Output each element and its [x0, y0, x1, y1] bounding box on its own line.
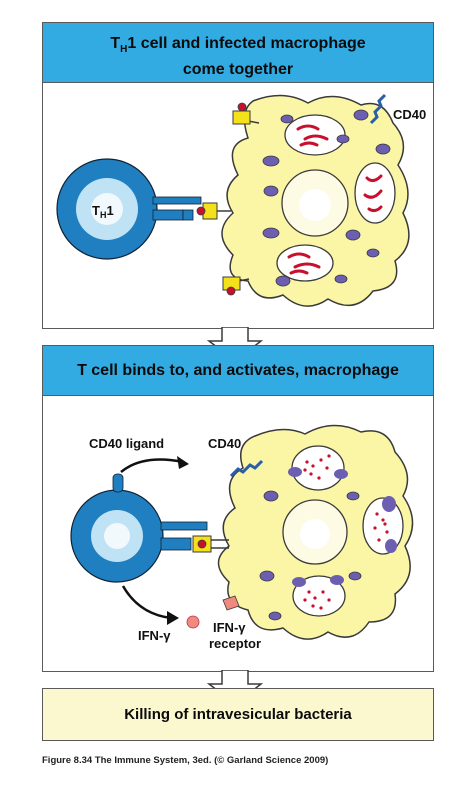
granule — [280, 114, 294, 124]
ifn-receptor-label-line2: receptor — [209, 636, 261, 651]
cd40-ligand-arrowhead — [177, 456, 189, 469]
ifn-gamma-arrowhead — [167, 611, 179, 625]
tcr-mhc-engagement — [160, 521, 229, 553]
granule — [262, 227, 280, 239]
vesicle-right — [354, 162, 396, 224]
panel1-title-subscript: H — [120, 44, 128, 56]
cd40-ligand-label: CD40 ligand — [89, 436, 164, 451]
granule — [275, 275, 291, 287]
phagolysosome-top — [288, 445, 348, 491]
activated-th1-cell — [70, 473, 164, 583]
panel1-diagram: CD40 TH1 — [56, 93, 426, 307]
th1-cell — [56, 158, 158, 260]
mhc-receptor-bottom — [222, 276, 250, 296]
granule — [375, 143, 391, 155]
cd40-molecule — [369, 93, 387, 125]
granule — [345, 229, 361, 241]
granule — [259, 570, 275, 582]
granule — [348, 571, 362, 581]
granule — [366, 248, 380, 258]
cd40-molecule-panel2 — [229, 459, 264, 478]
phagolysosome-right — [362, 496, 404, 555]
cd40-ligand-arrow — [120, 458, 184, 473]
granule — [346, 491, 360, 501]
cd40-ligand-molecule — [112, 473, 124, 493]
granule — [336, 134, 350, 144]
granule — [263, 490, 279, 502]
ifn-gamma-receptor — [222, 595, 240, 611]
panel3-title: Killing of intravesicular bacteria — [124, 706, 352, 723]
panel2-title: T cell binds to, and activates, macropha… — [77, 362, 399, 379]
th1-label: TH1 — [92, 203, 114, 220]
panel1-title-rest: 1 cell and infected macrophage — [127, 35, 366, 52]
mhc-receptor-top — [232, 102, 260, 125]
vesicle-top — [284, 114, 346, 156]
phagolysosome-bottom — [292, 575, 346, 617]
ifn-receptor-label-line1: IFN-γ — [213, 620, 246, 635]
nucleus-highlight — [300, 519, 330, 549]
macrophage-granules — [262, 109, 391, 287]
t-cell-receptor — [152, 196, 202, 221]
mhc-receptor-middle — [196, 202, 231, 220]
panel1-title-line2: come together — [182, 61, 294, 79]
vesicle-bottom — [276, 244, 334, 282]
panel2-diagram: CD40 CD40 ligand IFN-γ IFN-γ receptor — [70, 424, 414, 651]
panel1-illustration: CD40 TH1 — [42, 82, 434, 329]
panel1-title-banner: TH1 cell and infected macrophage come to… — [42, 22, 434, 84]
figure-caption: Figure 8.34 The Immune System, 3ed. (© G… — [42, 755, 329, 766]
ifn-gamma-label: IFN-γ — [138, 628, 171, 643]
granule — [334, 274, 348, 284]
panel1-title-prefix: T — [110, 35, 121, 52]
panel2-illustration: CD40 CD40 ligand IFN-γ IFN-γ receptor — [42, 395, 434, 672]
cd40-label: CD40 — [393, 107, 426, 122]
activated-macrophage-granules — [259, 490, 362, 621]
panel2-title-banner: T cell binds to, and activates, macropha… — [42, 345, 434, 397]
granule — [262, 155, 280, 167]
granule — [268, 611, 282, 621]
granule — [263, 185, 279, 197]
ifn-gamma-molecule — [186, 615, 200, 629]
cd40-label-panel2: CD40 — [208, 436, 241, 451]
panel3-title-banner: Killing of intravesicular bacteria — [42, 688, 434, 741]
nucleus-highlight — [299, 189, 331, 221]
granule — [353, 109, 369, 121]
ifn-gamma-arrow — [121, 585, 172, 620]
